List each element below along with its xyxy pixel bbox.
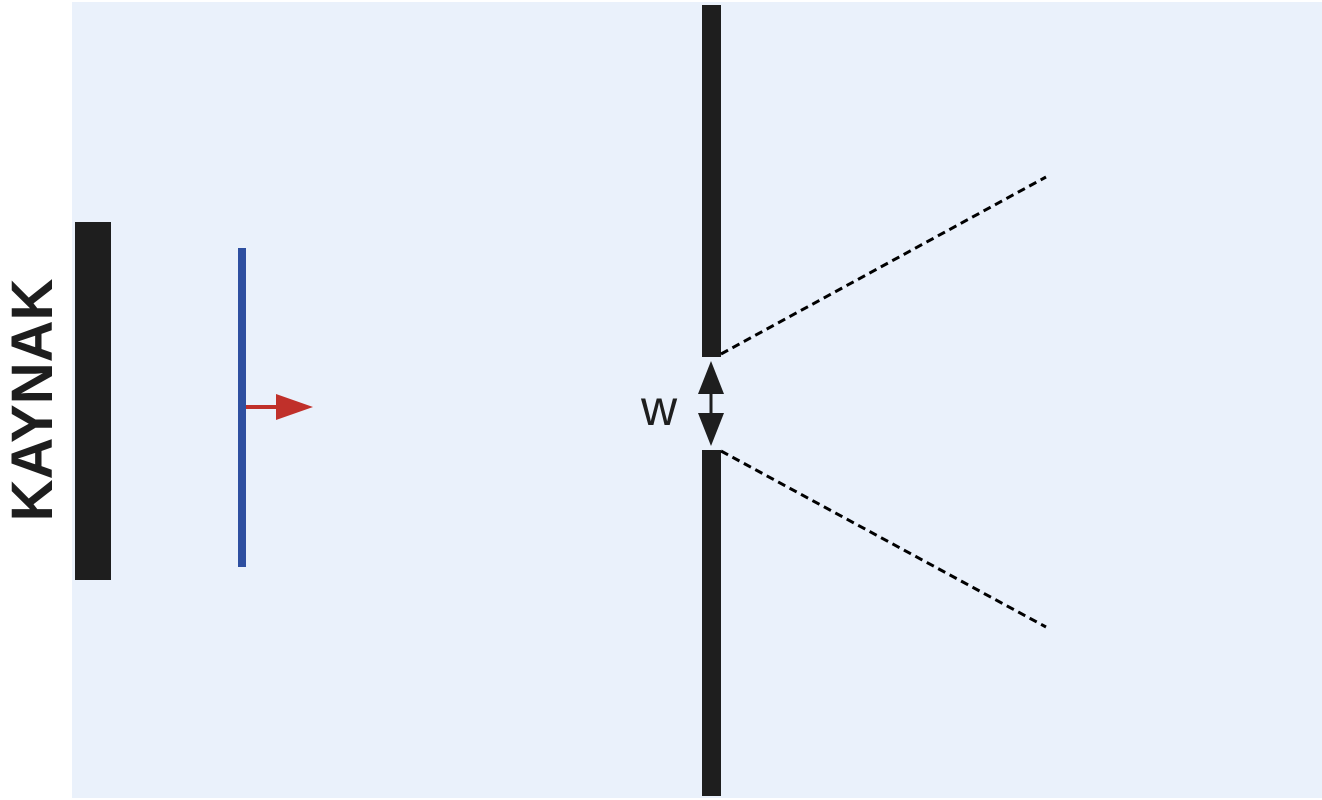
source-label: KAYNAK <box>0 278 65 521</box>
slit-width-label: w <box>640 380 678 436</box>
source-block <box>75 222 111 580</box>
background-panel <box>72 2 1322 798</box>
width-arrow-head-down <box>698 413 724 446</box>
propagation-arrow-head <box>276 394 313 420</box>
barrier-lower <box>702 450 721 796</box>
width-arrow-head-up <box>698 361 724 394</box>
diffraction-edge-upper <box>720 175 1047 356</box>
wavefront-line <box>238 248 246 567</box>
barrier-upper <box>702 5 721 357</box>
diffraction-edge-lower <box>720 449 1047 629</box>
